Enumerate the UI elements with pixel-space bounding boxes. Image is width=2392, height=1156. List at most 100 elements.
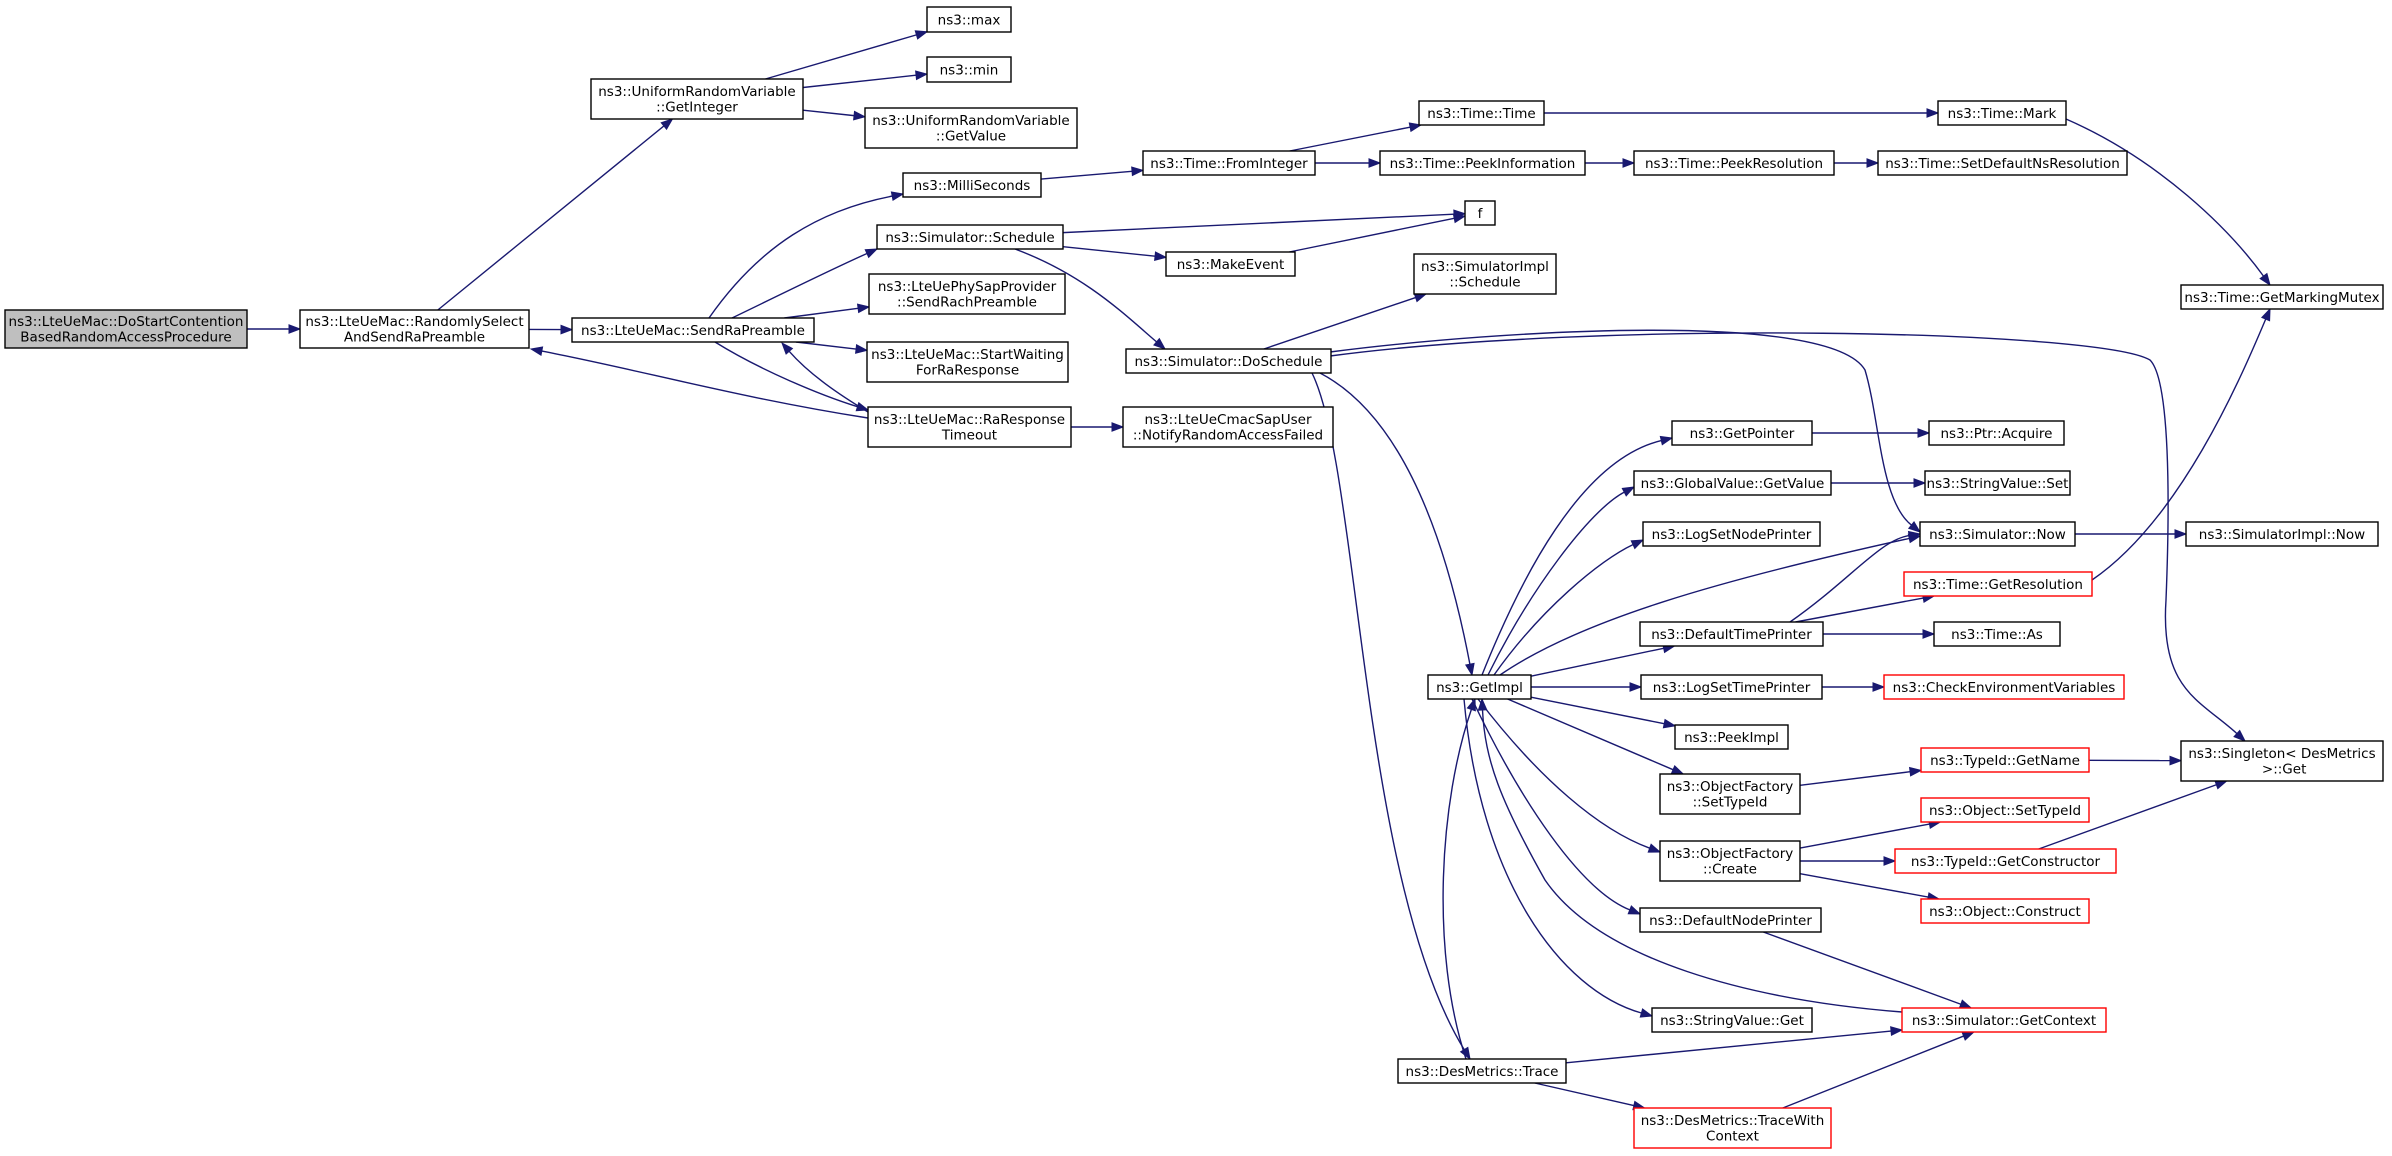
node-ptracquire[interactable]: ns3::Ptr::Acquire [1928,420,2065,446]
node-box[interactable] [926,56,1012,83]
node-srp[interactable]: ns3::LteUeMac::SendRaPreamble [571,317,815,343]
node-getpointer[interactable]: ns3::GetPointer [1671,420,1813,446]
node-desmtrace[interactable]: ns3::DesMetrics::Trace [1397,1058,1567,1084]
node-ofsettypeid[interactable]: ns3::ObjectFactory::SetTypeId [1659,773,1801,815]
node-getres[interactable]: ns3::Time::GetResolution [1903,571,2093,597]
node-box[interactable] [299,309,530,349]
node-box[interactable] [4,309,248,349]
node-svget[interactable]: ns3::StringValue::Get [1651,1007,1813,1033]
node-box[interactable] [1418,100,1545,126]
node-makeevent[interactable]: ns3::MakeEvent [1165,251,1296,277]
node-objconstruct[interactable]: ns3::Object::Construct [1920,898,2090,924]
node-box[interactable] [2180,740,2384,782]
node-box[interactable] [868,273,1066,315]
node-box[interactable] [1659,840,1801,882]
node-box[interactable] [1122,406,1334,448]
node-physap[interactable]: ns3::LteUePhySapProvider::SendRachPreamb… [868,273,1066,315]
node-box[interactable] [571,317,815,343]
node-defnodeprinter[interactable]: ns3::DefaultNodePrinter [1639,907,1822,933]
node-notifyraf[interactable]: ns3::LteUeCmacSapUser::NotifyRandomAcces… [1122,406,1334,448]
node-box[interactable] [1379,150,1586,176]
node-peekinfo[interactable]: ns3::Time::PeekInformation [1379,150,1586,176]
node-fromint[interactable]: ns3::Time::FromInteger [1142,150,1316,176]
node-peekimpl[interactable]: ns3::PeekImpl [1674,724,1789,750]
node-urvgv[interactable]: ns3::UniformRandomVariable::GetValue [864,107,1078,149]
node-simimplnow[interactable]: ns3::SimulatorImpl::Now [2185,521,2379,547]
node-box[interactable] [1651,1007,1813,1033]
node-box[interactable] [2180,284,2384,310]
node-box[interactable] [876,224,1064,250]
node-box[interactable] [1901,1007,2107,1033]
node-timeas[interactable]: ns3::Time::As [1933,621,2061,647]
node-box[interactable] [590,78,804,120]
node-gvgetvalue[interactable]: ns3::GlobalValue::GetValue [1633,470,1832,496]
node-box[interactable] [1464,200,1496,226]
node-box[interactable] [1928,420,2065,446]
node-box[interactable] [1883,674,2125,700]
node-box[interactable] [1920,898,2090,924]
node-box[interactable] [1397,1058,1567,1084]
node-box[interactable] [1937,100,2067,126]
node-typeidgetname[interactable]: ns3::TypeId::GetName [1920,747,2090,773]
node-box[interactable] [2185,521,2379,547]
node-box[interactable] [1933,621,2061,647]
node-simimplsched[interactable]: ns3::SimulatorImpl::Schedule [1413,253,1557,295]
node-box[interactable] [1919,521,2076,547]
node-box[interactable] [1125,348,1332,374]
node-simnow[interactable]: ns3::Simulator::Now [1919,521,2076,547]
node-box[interactable] [1165,251,1296,277]
node-urvgi[interactable]: ns3::UniformRandomVariable::GetInteger [590,78,804,120]
node-box[interactable] [1659,773,1801,815]
node-max[interactable]: ns3::max [926,6,1012,33]
node-box[interactable] [864,107,1078,149]
node-box[interactable] [1894,848,2117,874]
node-dosched[interactable]: ns3::Simulator::DoSchedule [1125,348,1332,374]
node-getmarkmutex[interactable]: ns3::Time::GetMarkingMutex [2180,284,2384,310]
node-box[interactable] [1639,907,1822,933]
node-svset[interactable]: ns3::StringValue::Set [1924,470,2071,496]
node-box[interactable] [1413,253,1557,295]
node-getimpl[interactable]: ns3::GetImpl [1427,674,1532,700]
node-box[interactable] [926,6,1012,33]
node-singleton[interactable]: ns3::Singleton< DesMetrics >::Get [2180,740,2384,782]
node-box[interactable] [867,406,1072,448]
node-getcontext[interactable]: ns3::Simulator::GetContext [1901,1007,2107,1033]
node-getctor[interactable]: ns3::TypeId::GetConstructor [1894,848,2117,874]
node-checkenv[interactable]: ns3::CheckEnvironmentVariables [1883,674,2125,700]
node-box[interactable] [1877,150,2128,176]
node-box[interactable] [1639,621,1824,647]
node-min[interactable]: ns3::min [926,56,1012,83]
node-box[interactable] [1642,521,1821,547]
node-box[interactable] [1903,571,2093,597]
node-box[interactable] [1633,470,1832,496]
node-box[interactable] [1920,747,2090,773]
node-peekres[interactable]: ns3::Time::PeekResolution [1633,150,1835,176]
node-ofcreate[interactable]: ns3::ObjectFactory::Create [1659,840,1801,882]
node-box[interactable] [1633,150,1835,176]
node-box[interactable] [1924,470,2071,496]
node-logsettime[interactable]: ns3::LogSetTimePrinter [1640,674,1823,700]
node-box[interactable] [866,341,1069,383]
node-box[interactable] [1633,1107,1832,1149]
node-box[interactable] [1920,797,2090,823]
node-timetime[interactable]: ns3::Time::Time [1418,100,1545,126]
node-box[interactable] [1142,150,1316,176]
node-objsettypeid[interactable]: ns3::Object::SetTypeId [1920,797,2090,823]
node-root[interactable]: ns3::LteUeMac::DoStartContentionBasedRan… [4,309,248,349]
node-rsasrp[interactable]: ns3::LteUeMac::RandomlySelectAndSendRaPr… [299,309,530,349]
node-box[interactable] [1640,674,1823,700]
node-box[interactable] [902,172,1042,198]
node-millis[interactable]: ns3::MilliSeconds [902,172,1042,198]
node-simsched[interactable]: ns3::Simulator::Schedule [876,224,1064,250]
node-f[interactable]: f [1464,200,1496,226]
node-box[interactable] [1427,674,1532,700]
node-logsetnode[interactable]: ns3::LogSetNodePrinter [1642,521,1821,547]
node-timemark[interactable]: ns3::Time::Mark [1937,100,2067,126]
node-box[interactable] [1674,724,1789,750]
node-deftimeprinter[interactable]: ns3::DefaultTimePrinter [1639,621,1824,647]
node-box[interactable] [1671,420,1813,446]
node-setdefns[interactable]: ns3::Time::SetDefaultNsResolution [1877,150,2128,176]
